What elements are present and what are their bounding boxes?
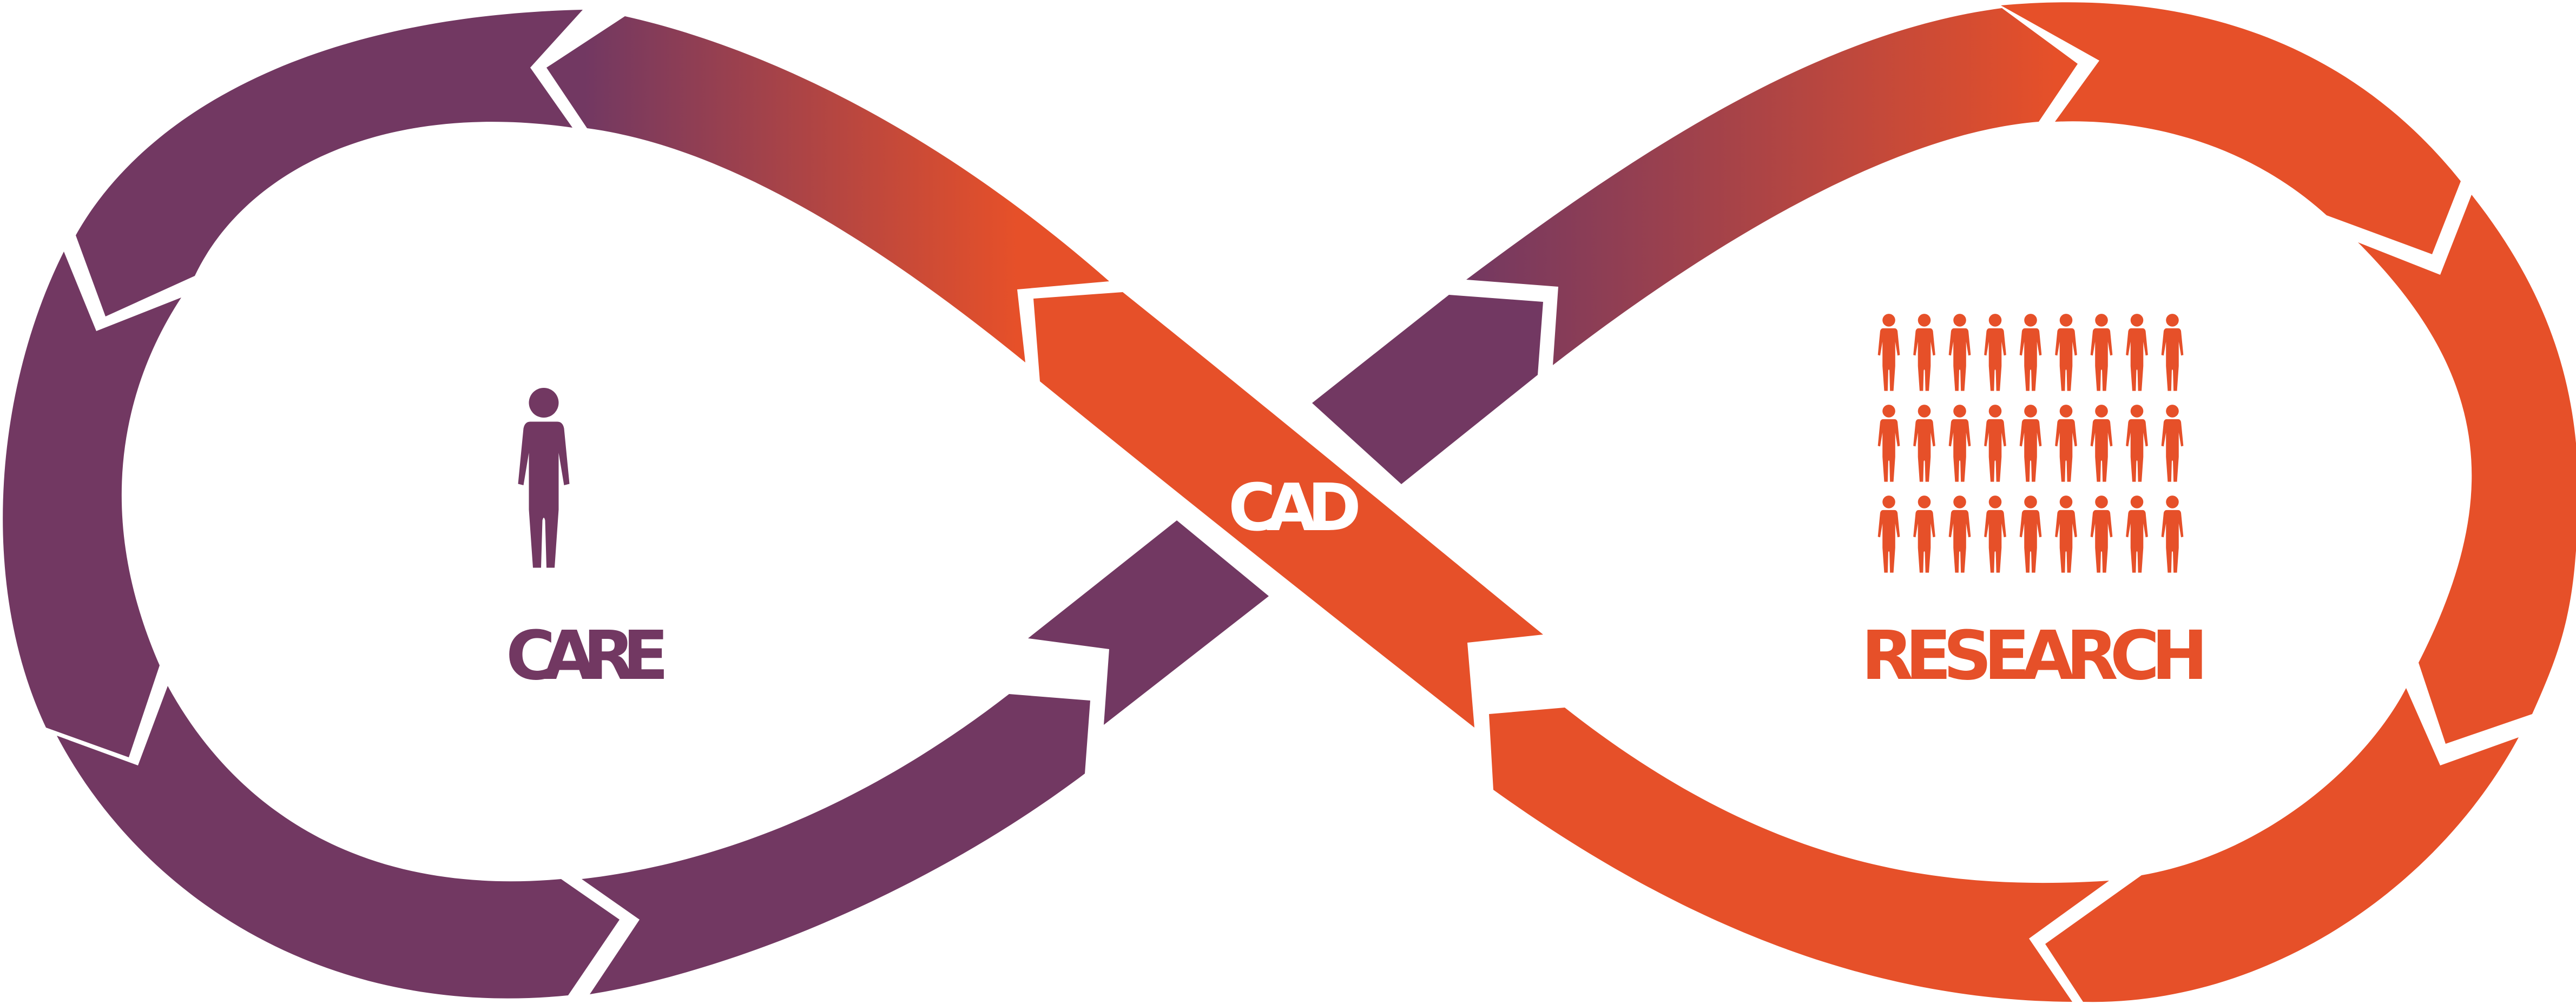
care-loop-segment-top-diagonal [546, 16, 1109, 362]
research-loop-segment-purple [1466, 8, 2078, 365]
research-person-icon [2090, 496, 2113, 573]
research-loop-segment-bottom-right [2045, 688, 2519, 1002]
care-loop-segment-top [76, 10, 583, 316]
research-person-icon [1913, 314, 1935, 391]
cad-crossing-band [1033, 292, 1543, 728]
research-person-icon [2055, 496, 2077, 573]
research-person-icon [2126, 496, 2148, 573]
research-person-icon [1913, 496, 1935, 573]
research-loop-segment-bottom [1489, 708, 2109, 1002]
research-person-icon [2126, 405, 2148, 482]
research-person-icon [2055, 405, 2077, 482]
research-person-icon [2090, 405, 2113, 482]
care-loop-segment-left [3, 252, 182, 757]
research-person-icon [2090, 314, 2113, 391]
research-person-icon [1913, 405, 1935, 482]
research-loop-segment-right [2358, 195, 2576, 744]
care-label: CARE [506, 617, 671, 695]
care-loop-segment-bottom [582, 694, 1090, 994]
research-loop [1033, 2, 2576, 1002]
research-person-icon [1984, 314, 2006, 391]
research-person-icon [2161, 314, 2184, 391]
research-person-icon [2126, 314, 2148, 391]
research-person-icon [2019, 405, 2042, 482]
research-person-icon [1948, 496, 1971, 573]
cad-label: CAD [1228, 471, 1363, 546]
research-person-group-icon [1877, 314, 2184, 573]
research-person-icon [2161, 496, 2184, 573]
research-loop-segment-purple-lower [1312, 295, 1543, 484]
research-person-icon [2161, 405, 2184, 482]
research-person-icon [2019, 314, 2042, 391]
research-person-icon [2055, 314, 2077, 391]
research-person-icon [1948, 405, 1971, 482]
research-person-icon [1948, 314, 1971, 391]
research-person-icon [1877, 405, 1900, 482]
care-person-icon [518, 388, 570, 568]
research-person-icon [1984, 496, 2006, 573]
care-loop-segment-center [1028, 520, 1269, 725]
care-loop [3, 8, 2078, 999]
care-loop-segment-bottom-left [57, 686, 620, 999]
research-person-icon [1877, 496, 1900, 573]
research-label: RESEARCH [1861, 617, 2210, 695]
research-loop-segment-top [2001, 2, 2461, 255]
research-person-icon [2019, 496, 2042, 573]
research-person-icon [1877, 314, 1900, 391]
research-person-icon [1984, 405, 2006, 482]
